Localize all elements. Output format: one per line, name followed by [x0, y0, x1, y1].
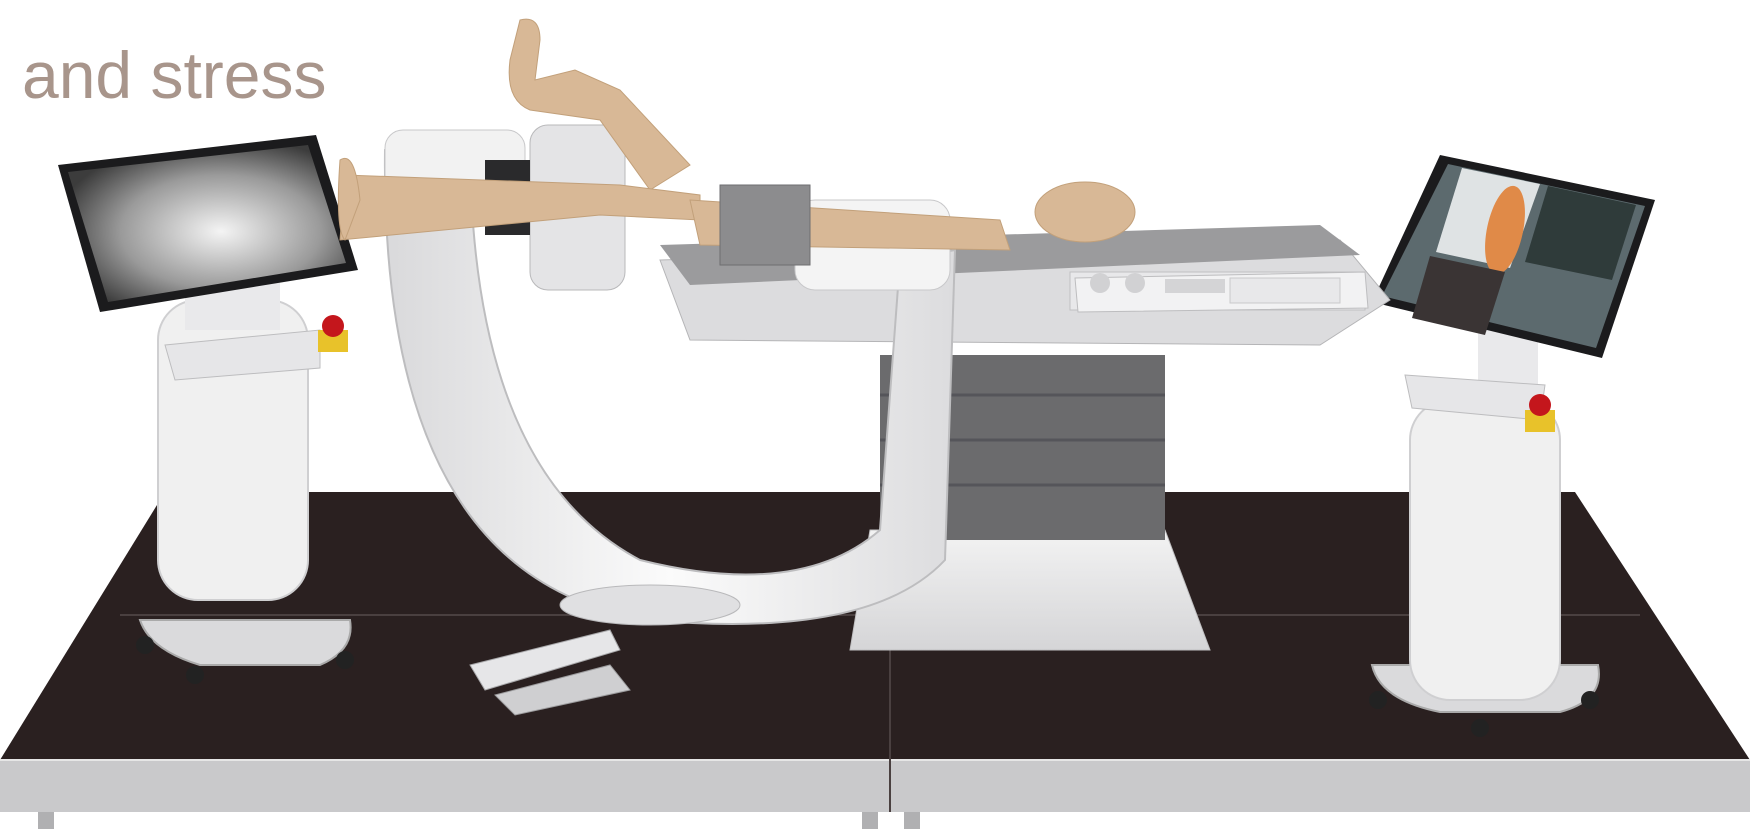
- emergency-stop-icon[interactable]: [318, 315, 348, 352]
- foot-pedal-icon: [469, 629, 631, 716]
- xray-monitor-icon: [58, 135, 358, 312]
- mannequin: [337, 18, 1136, 266]
- right-monitor-cart: [1369, 330, 1600, 737]
- table-control-panel: [1074, 271, 1369, 313]
- page-heading: and stress: [22, 38, 327, 112]
- emergency-stop-icon[interactable]: [1525, 394, 1555, 432]
- navigation-monitor-icon: [1372, 155, 1655, 358]
